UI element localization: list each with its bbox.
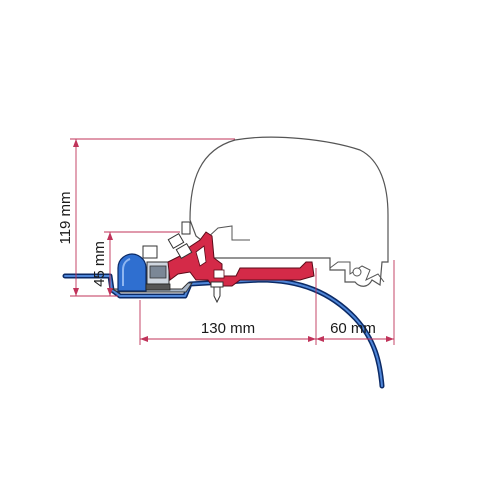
label-130mm: 130 mm — [201, 320, 255, 337]
clamp-foot — [145, 283, 171, 291]
label-60mm: 60 mm — [330, 320, 376, 337]
label-45mm: 45 mm — [91, 241, 108, 287]
profile-hole — [352, 267, 362, 277]
bolt-top — [181, 221, 191, 235]
bolt-head-upper — [167, 232, 185, 250]
bolt-head-lower — [175, 242, 193, 260]
clamp-block-inner — [149, 265, 167, 279]
screw-head — [210, 281, 224, 288]
dimension-arrows — [73, 139, 394, 342]
red-bracket — [167, 231, 315, 287]
label-119mm: 119 mm — [57, 191, 74, 244]
red-bracket-inner — [195, 245, 207, 267]
clamp-nut — [142, 245, 158, 259]
bracket-slot — [213, 269, 225, 279]
awning-profile-end — [329, 261, 385, 283]
screw — [213, 285, 221, 304]
blue-cap-shine — [122, 258, 131, 286]
awning-housing-detail — [204, 225, 250, 241]
awning-housing — [189, 136, 389, 287]
